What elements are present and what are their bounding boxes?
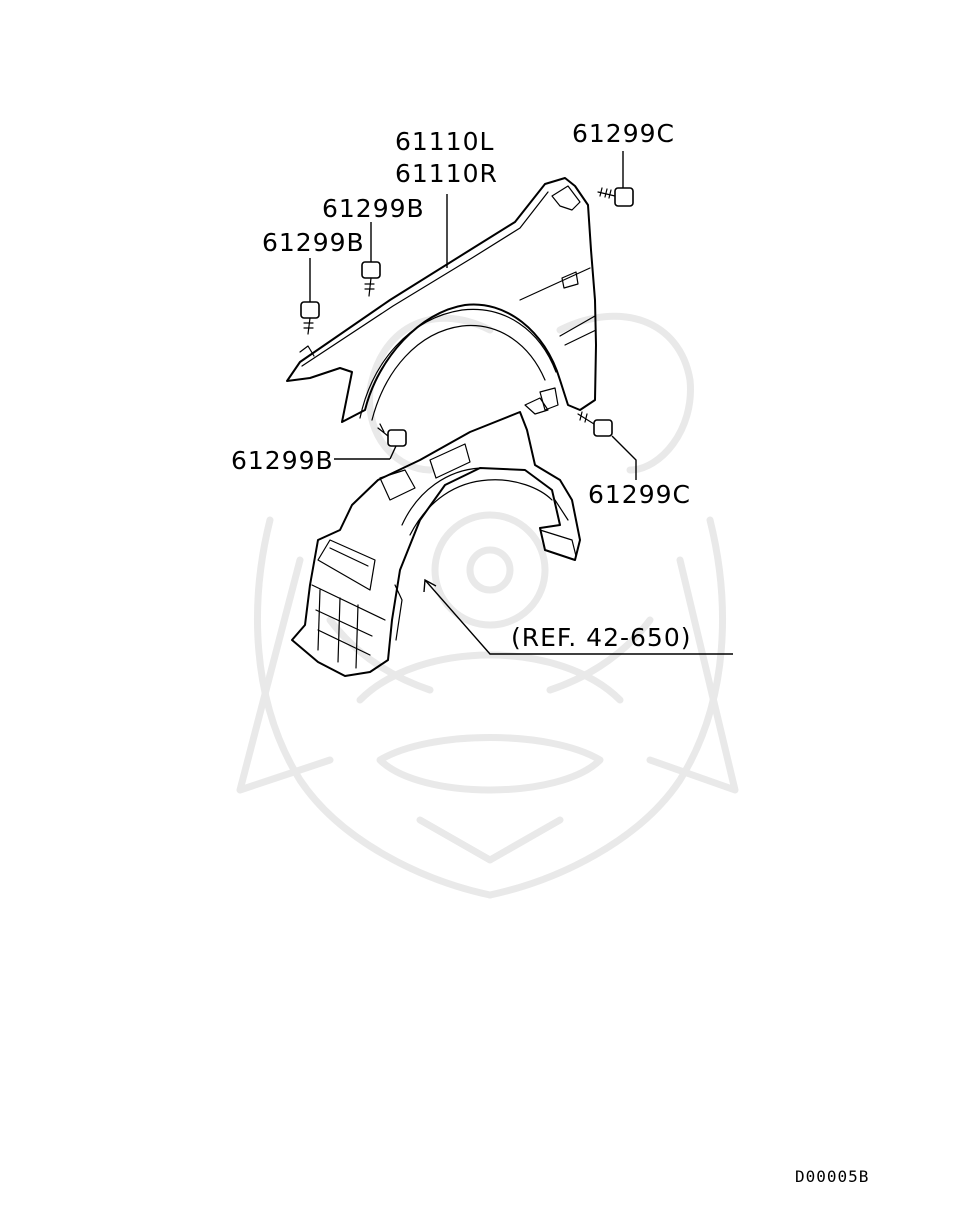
watermark-emblem [236, 312, 739, 899]
label-screw-b-lower: 61299B [231, 446, 334, 475]
screw-61299c-top-icon [597, 187, 634, 207]
label-screw-b-left: 61299B [262, 228, 365, 257]
inner-fender-liner [291, 411, 581, 677]
front-fender [286, 177, 597, 423]
screw-61299b-upper-icon [361, 261, 381, 297]
label-screw-c-lower: 61299C [588, 480, 691, 509]
screw-61299b-lower-icon [377, 423, 407, 447]
label-reference: (REF. 42-650) [511, 623, 691, 652]
diagram-code: D00005B [795, 1167, 869, 1186]
screw-61299b-left-icon [300, 301, 320, 335]
leader-lines [309, 151, 733, 655]
label-screw-b-upper: 61299B [322, 194, 425, 223]
screw-61299c-lower-icon [577, 411, 613, 437]
label-fender-right: 61110R [395, 159, 498, 188]
label-fender-left: 61110L [395, 127, 494, 156]
label-screw-c-top: 61299C [572, 119, 675, 148]
